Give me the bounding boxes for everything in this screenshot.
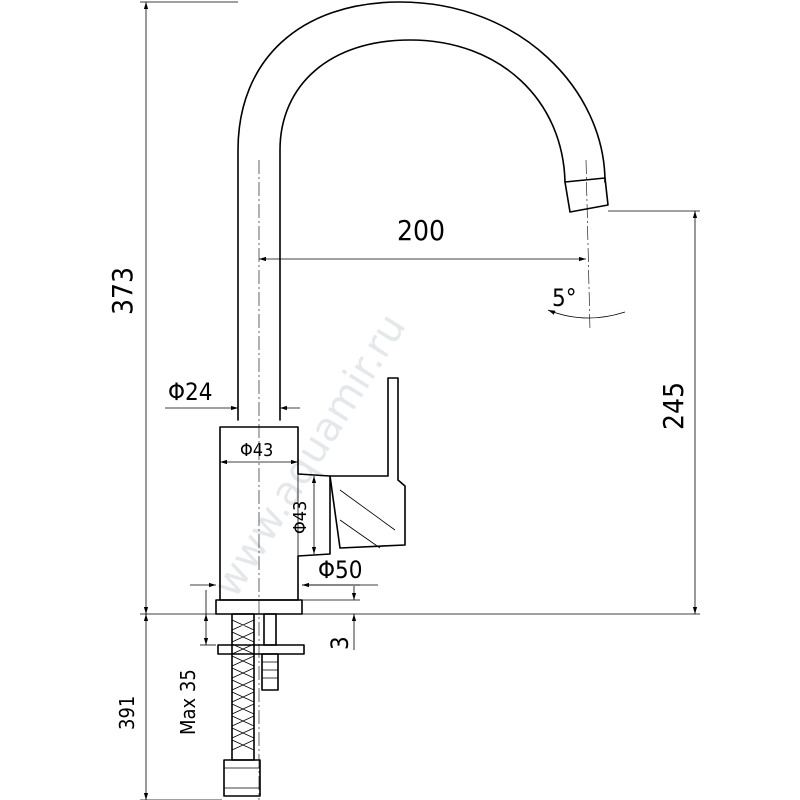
rod-nut <box>261 653 279 691</box>
spout-diameter-label: Φ24 <box>168 378 212 406</box>
lever-handle <box>329 377 406 549</box>
flex-hose <box>231 613 255 761</box>
max-thickness-label: Max 35 <box>176 669 200 735</box>
body-side-label: Φ43 <box>290 501 311 534</box>
spout-inner <box>279 39 566 421</box>
lever-shading <box>339 489 396 549</box>
reach-label: 200 <box>397 214 445 247</box>
watermark: www.aquamir.ru <box>204 306 415 605</box>
hose-nut <box>223 759 261 797</box>
spout-height-label: 245 <box>657 382 690 430</box>
spout-aerator <box>564 177 609 213</box>
spout-axis <box>585 159 591 331</box>
base-thickness-label: 3 <box>326 636 354 650</box>
base-diameter-label: Φ50 <box>318 556 362 584</box>
spout-angle-label: 5° <box>552 284 577 312</box>
hose-braid <box>231 619 255 751</box>
hose-length-label: 391 <box>115 696 139 730</box>
threaded-rod <box>263 613 277 646</box>
clamp-plate <box>217 644 305 655</box>
dim-spout-angle <box>547 309 626 319</box>
total-height-label: 373 <box>106 267 139 315</box>
spout-outer <box>237 1 606 421</box>
body-top-label: Φ43 <box>240 440 273 461</box>
